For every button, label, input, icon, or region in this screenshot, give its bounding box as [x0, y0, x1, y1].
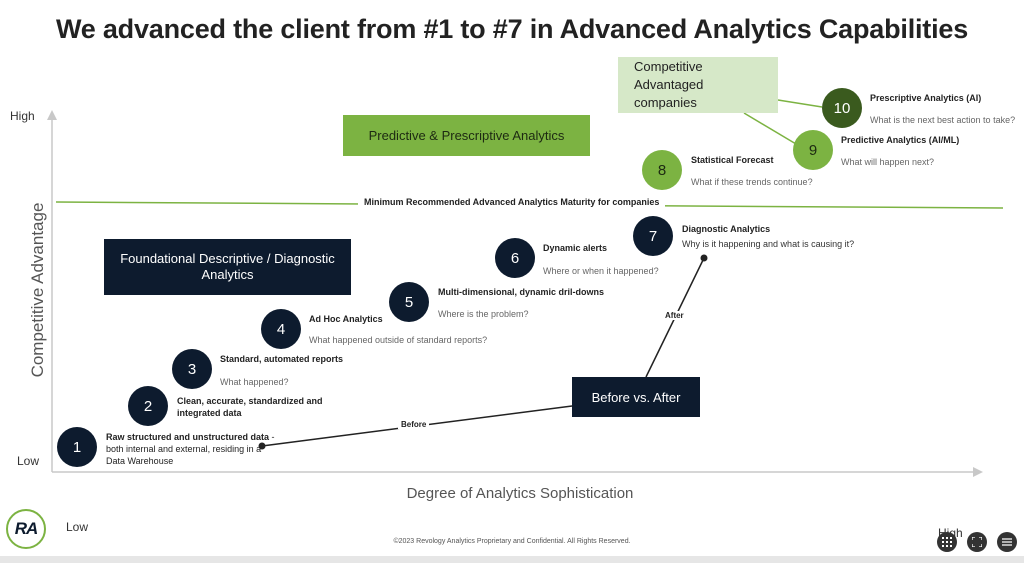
- step-4-circle: 4: [261, 309, 301, 349]
- step-9-circle: 9: [793, 130, 833, 170]
- predictive-analytics-box: Predictive & Prescriptive Analytics: [343, 115, 590, 156]
- fullscreen-icon-glyph: [972, 537, 982, 547]
- menu-icon-glyph: [1002, 538, 1012, 546]
- before-dot: [258, 442, 266, 450]
- before-label: Before: [398, 420, 430, 429]
- bottom-scroll-bar: [0, 556, 1024, 563]
- step-5-circle: 5: [389, 282, 429, 322]
- step-6-desc: Where or when it happened?: [543, 266, 659, 276]
- step-7-circle: 7: [633, 216, 673, 256]
- step-1-text: Raw structured and unstructured data - b…: [106, 431, 276, 467]
- step-4-desc: What happened outside of standard report…: [309, 335, 488, 345]
- y-axis-low-label: Low: [17, 454, 40, 468]
- grid-icon[interactable]: [937, 532, 957, 552]
- step-3-circle: 3: [172, 349, 212, 389]
- step-8-circle: 8: [642, 150, 682, 190]
- step-1-desc: - both internal and external, residing i…: [106, 432, 275, 466]
- step-4-title: Ad Hoc Analytics: [309, 314, 383, 324]
- step-2-circle: 2: [128, 386, 168, 426]
- step-1-title-text: Raw structured and unstructured data: [106, 432, 270, 442]
- y-axis-arrowhead: [47, 110, 57, 120]
- logo-text: RA: [14, 519, 39, 538]
- menu-icon[interactable]: [997, 532, 1017, 552]
- company-logo: RA: [6, 509, 46, 549]
- before-after-box: Before vs. After: [572, 377, 700, 417]
- step-5-desc: Where is the problem?: [438, 309, 529, 319]
- step-6-circle: 6: [495, 238, 535, 278]
- step-1-title: Raw structured and unstructured data - b…: [106, 431, 276, 467]
- competitive-connector-9: [743, 112, 797, 145]
- x-axis-arrowhead: [973, 467, 983, 477]
- x-axis-title: Degree of Analytics Sophistication: [406, 485, 634, 502]
- step-9-title: Predictive Analytics (AI/ML): [841, 135, 960, 145]
- step-8-title: Statistical Forecast: [691, 155, 774, 165]
- y-axis-high-label: High: [10, 109, 35, 123]
- y-axis-title: Competitive Advantage: [28, 202, 47, 378]
- fullscreen-icon[interactable]: [967, 532, 987, 552]
- step-3-desc: What happened?: [220, 377, 289, 387]
- step-6-title: Dynamic alerts: [543, 243, 608, 253]
- step-3-title: Standard, automated reports: [220, 354, 344, 364]
- after-label: After: [662, 311, 687, 320]
- step-2-title: Clean, accurate, standardized and integr…: [177, 396, 323, 418]
- step-7-title: Diagnostic Analytics: [682, 224, 771, 234]
- step-10-desc: What is the next best action to take?: [870, 115, 1016, 125]
- step-7-desc: Why is it happening and what is causing …: [682, 239, 855, 249]
- threshold-label: Minimum Recommended Advanced Analytics M…: [358, 197, 666, 207]
- grid-icon-glyph: [942, 537, 952, 547]
- step-1-circle: 1: [57, 427, 97, 467]
- step-10-title: Prescriptive Analytics (AI): [870, 93, 982, 103]
- slide-title: We advanced the client from #1 to #7 in …: [55, 14, 969, 44]
- after-dot: [700, 254, 708, 262]
- step-8-desc: What if these trends continue?: [691, 177, 813, 187]
- x-axis-low-label: Low: [66, 520, 89, 534]
- competitive-advantaged-box: Competitive Advantaged companies: [618, 57, 778, 113]
- copyright-text: ©2023 Revology Analytics Proprietary and…: [393, 538, 631, 545]
- step-9-desc: What will happen next?: [841, 157, 935, 167]
- step-10-circle: 10: [822, 88, 862, 128]
- step-5-title: Multi-dimensional, dynamic dril-downs: [438, 287, 605, 297]
- competitive-connector-10: [777, 99, 823, 108]
- foundational-analytics-box: Foundational Descriptive / Diagnostic An…: [104, 239, 351, 295]
